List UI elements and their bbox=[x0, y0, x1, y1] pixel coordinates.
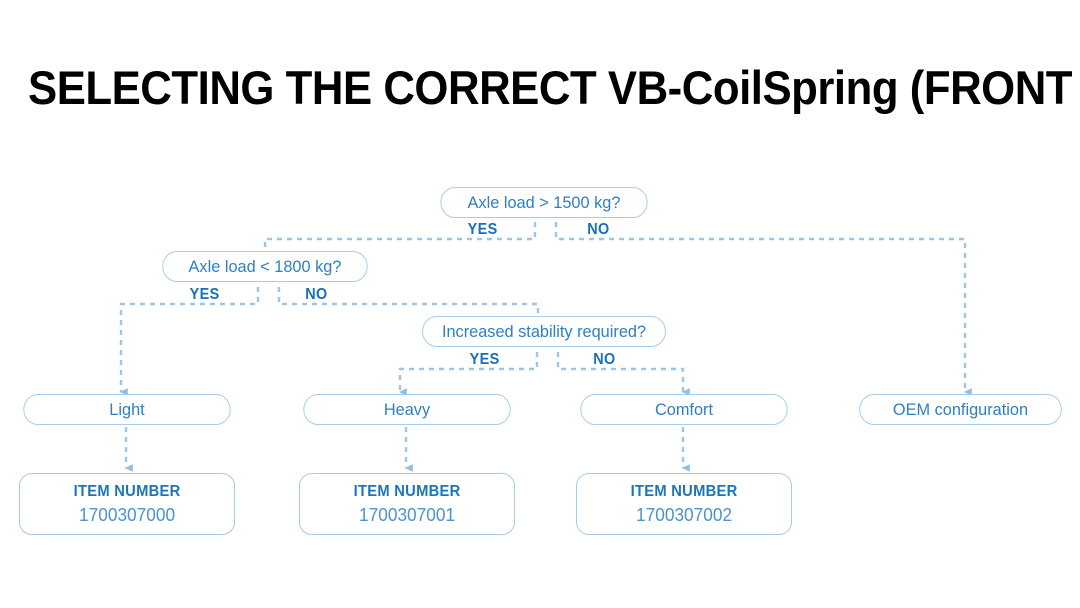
item-number-value: 1700307000 bbox=[78, 505, 176, 525]
item-number-value: 1700307002 bbox=[635, 505, 733, 525]
decision-node-axle-load-1500[interactable]: Axle load > 1500 kg? bbox=[440, 187, 648, 218]
branch-label-d2-yes: YES bbox=[189, 286, 220, 303]
page-title: SELECTING THE CORRECT VB-CoilSpring (FRO… bbox=[28, 61, 1080, 114]
item-number-label: ITEM NUMBER bbox=[73, 483, 181, 500]
item-number-box-light[interactable]: ITEM NUMBER 1700307000 bbox=[19, 473, 235, 535]
decision-node-axle-load-1800[interactable]: Axle load < 1800 kg? bbox=[162, 251, 368, 282]
item-number-box-comfort[interactable]: ITEM NUMBER 1700307002 bbox=[576, 473, 792, 535]
edge-d3-yes-to-heavy bbox=[398, 352, 539, 396]
item-number-box-heavy[interactable]: ITEM NUMBER 1700307001 bbox=[299, 473, 515, 535]
outcome-node-light[interactable]: Light bbox=[23, 394, 231, 425]
branch-label-d1-yes: YES bbox=[467, 221, 498, 238]
decision-node-increased-stability[interactable]: Increased stability required? bbox=[422, 316, 666, 347]
item-number-value: 1700307001 bbox=[358, 505, 456, 525]
item-number-label: ITEM NUMBER bbox=[630, 483, 738, 500]
outcome-node-heavy[interactable]: Heavy bbox=[303, 394, 511, 425]
edge-d2-no-to-d3 bbox=[277, 287, 540, 316]
item-number-label: ITEM NUMBER bbox=[353, 483, 461, 500]
branch-label-d2-no: NO bbox=[305, 286, 328, 303]
branch-label-d3-yes: YES bbox=[469, 351, 500, 368]
edge-d3-no-to-comfort bbox=[556, 352, 690, 396]
branch-label-d1-no: NO bbox=[587, 221, 610, 238]
edge-d1-no-to-oem bbox=[554, 222, 972, 396]
outcome-node-comfort[interactable]: Comfort bbox=[580, 394, 788, 425]
outcome-node-oem-configuration[interactable]: OEM configuration bbox=[859, 394, 1062, 425]
edge-d1-yes-to-d2 bbox=[263, 222, 537, 250]
branch-label-d3-no: NO bbox=[593, 351, 616, 368]
